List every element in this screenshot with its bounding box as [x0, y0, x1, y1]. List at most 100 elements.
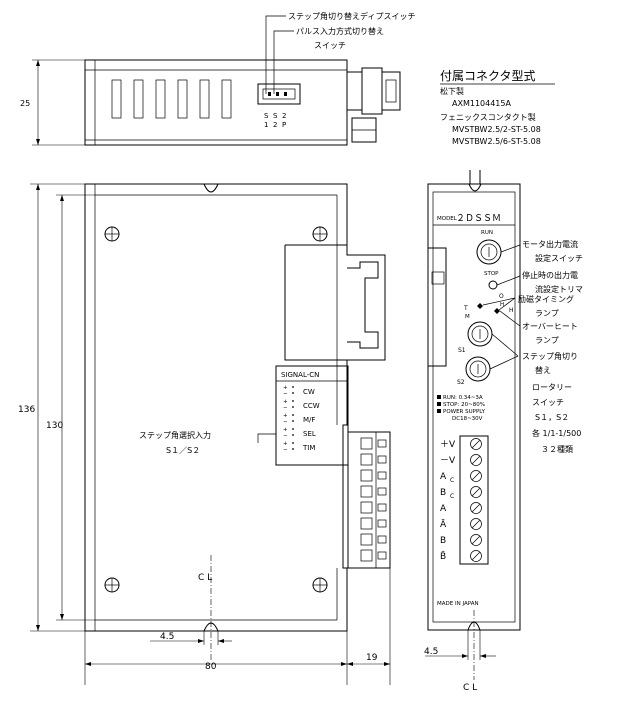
signal-mf: M/F — [303, 416, 315, 424]
annot-rotary-1: ロータリー — [532, 383, 572, 392]
dim-130: 130 — [46, 421, 63, 431]
spec-bullet — [437, 395, 441, 399]
signal-cn-title: SIGNAL-CN — [281, 371, 319, 379]
terminal-label: A — [440, 504, 447, 514]
front-dim-4-5: 4.5 — [424, 647, 438, 657]
signal-pin-dot — [292, 434, 294, 436]
front-terminal-slot — [471, 455, 481, 465]
signal-pin-dot — [292, 442, 294, 444]
overheat-lamp-icon — [494, 308, 500, 314]
side-terminal-screw — [377, 535, 387, 544]
annotations: モータ出力電流 設定スイッチ 停止時の出力電 流設定トリマ 励磁タイミング ラン… — [482, 239, 583, 454]
signal-pin-dot — [292, 400, 294, 402]
annot-stop-current-2: 流設定トリマ — [535, 284, 583, 294]
signal-pin-dot — [292, 428, 294, 430]
annot-rotary-2: スイッチ — [532, 398, 564, 407]
stop-current-trimmer[interactable] — [488, 280, 498, 290]
annot-rotary-4: 各 1/1-1/500 — [532, 428, 581, 438]
dim-25: 25 — [20, 99, 30, 108]
side-terminal-cell — [360, 533, 373, 546]
side-terminal-block — [347, 431, 391, 569]
side-terminal-cell — [360, 517, 373, 530]
din-clip — [284, 244, 379, 361]
side-view-body — [84, 183, 386, 632]
spec-line: STOP: 20~80% — [443, 402, 485, 408]
signal-tim: TIM — [302, 444, 315, 452]
annot-excitation-1: 励磁タイミング — [518, 294, 574, 304]
maker-matsushita: 松下製 — [440, 86, 464, 96]
annot-overheat-2: ランプ — [535, 336, 559, 345]
switch-sublabel-2: 2 — [273, 121, 277, 129]
top-connector — [347, 67, 401, 143]
spec-bullet — [437, 409, 441, 413]
terminal-label: ＋V — [440, 439, 456, 450]
part-axm: AXM1104415A — [452, 99, 511, 108]
part-mvstbw-2: MVSTBW2.5/2-ST-5.08 — [452, 125, 541, 134]
annot-rotary-5: ３２種類 — [541, 444, 573, 454]
front-terminal-slot — [471, 503, 481, 513]
front-terminal-screw — [470, 550, 482, 562]
signal-pin-minus: − — [283, 447, 288, 453]
connector-info: 付属コネクタ型式 松下製 AXM1104415A フェニックスコンタクト製 MV… — [440, 69, 555, 146]
terminal-label: B — [440, 488, 446, 498]
front-terminal-slot — [471, 471, 481, 481]
spec-bullet — [437, 402, 441, 406]
annot-motor-current-1: モータ出力電流 — [522, 239, 578, 249]
front-terminal-slot — [471, 535, 481, 545]
front-terminal-screw — [470, 470, 482, 482]
front-terminal-screw — [470, 502, 482, 514]
signal-pin-plus: + — [283, 441, 288, 447]
part-mvstbw-6: MVSTBW2.5/6-ST-5.08 — [452, 137, 541, 146]
made-in-japan: MADE IN JAPAN — [437, 601, 479, 607]
terminal-label: A — [440, 472, 447, 482]
side-terminal-cell — [360, 437, 373, 450]
terminal-sublabel: C — [450, 493, 454, 500]
front-terminal-slot — [471, 487, 481, 497]
model-label: MODEL — [437, 216, 458, 222]
lamp-letter-h: H — [509, 307, 514, 314]
front-terminal-screw — [470, 454, 482, 466]
signal-pin-dot — [292, 414, 294, 416]
side-dim-4-5: 4.5 — [160, 632, 174, 642]
side-terminal-screw — [377, 487, 387, 496]
lamp-letter-t: T — [463, 305, 468, 312]
step-input-line1: ステップ角選択入力 — [139, 430, 211, 440]
signal-cw: CW — [303, 388, 315, 396]
dip-switch — [257, 83, 301, 105]
side-terminal-cell — [360, 453, 373, 466]
signal-pin-plus: + — [283, 427, 288, 433]
signal-pin-dot — [292, 420, 294, 422]
spec-line: DC18~30V — [452, 416, 483, 422]
vent-slots — [111, 79, 232, 119]
lamp-sub-h: H — [500, 302, 504, 308]
signal-ccw: CCW — [303, 402, 320, 410]
switch-sublabel-1: 1 — [264, 121, 268, 129]
side-terminal-screw — [377, 519, 387, 528]
front-cl: C L — [463, 683, 477, 693]
terminal-label: B̄ — [440, 550, 446, 562]
signal-pin-dot — [292, 386, 294, 388]
step-input-line2: S１／S２ — [166, 446, 200, 455]
side-terminal-cell — [360, 549, 373, 562]
spec-line: RUN: 0.34~3A — [443, 395, 483, 401]
front-terminal-screw — [470, 438, 482, 450]
front-terminal-slot — [471, 519, 481, 529]
spec-line: POWER SUPPLY — [443, 409, 486, 415]
connector-title: 付属コネクタ型式 — [440, 69, 536, 83]
terminal-label: B — [440, 536, 446, 546]
annot-step-switch-1: ステップ角切り — [522, 351, 578, 361]
switch-label-2: S — [273, 112, 278, 120]
switch-label-1: S — [264, 112, 269, 120]
signal-pin-dot — [292, 392, 294, 394]
model-name: ２ＤＳＳＭ — [456, 214, 501, 224]
front-terminal-screw — [470, 534, 482, 546]
dim-80: 80 — [205, 662, 217, 672]
signal-pin-plus: + — [283, 399, 288, 405]
signal-pin-dot — [292, 448, 294, 450]
callout-switch: スイッチ — [314, 41, 346, 50]
side-terminal-cell — [360, 485, 373, 498]
signal-connector: SIGNAL-CN +−CW+−CCW+−M/F+−SEL+−TIM — [275, 365, 349, 466]
side-terminal-screw — [377, 551, 387, 560]
front-terminal-screw — [470, 486, 482, 498]
front-terminal-slot — [471, 551, 481, 561]
